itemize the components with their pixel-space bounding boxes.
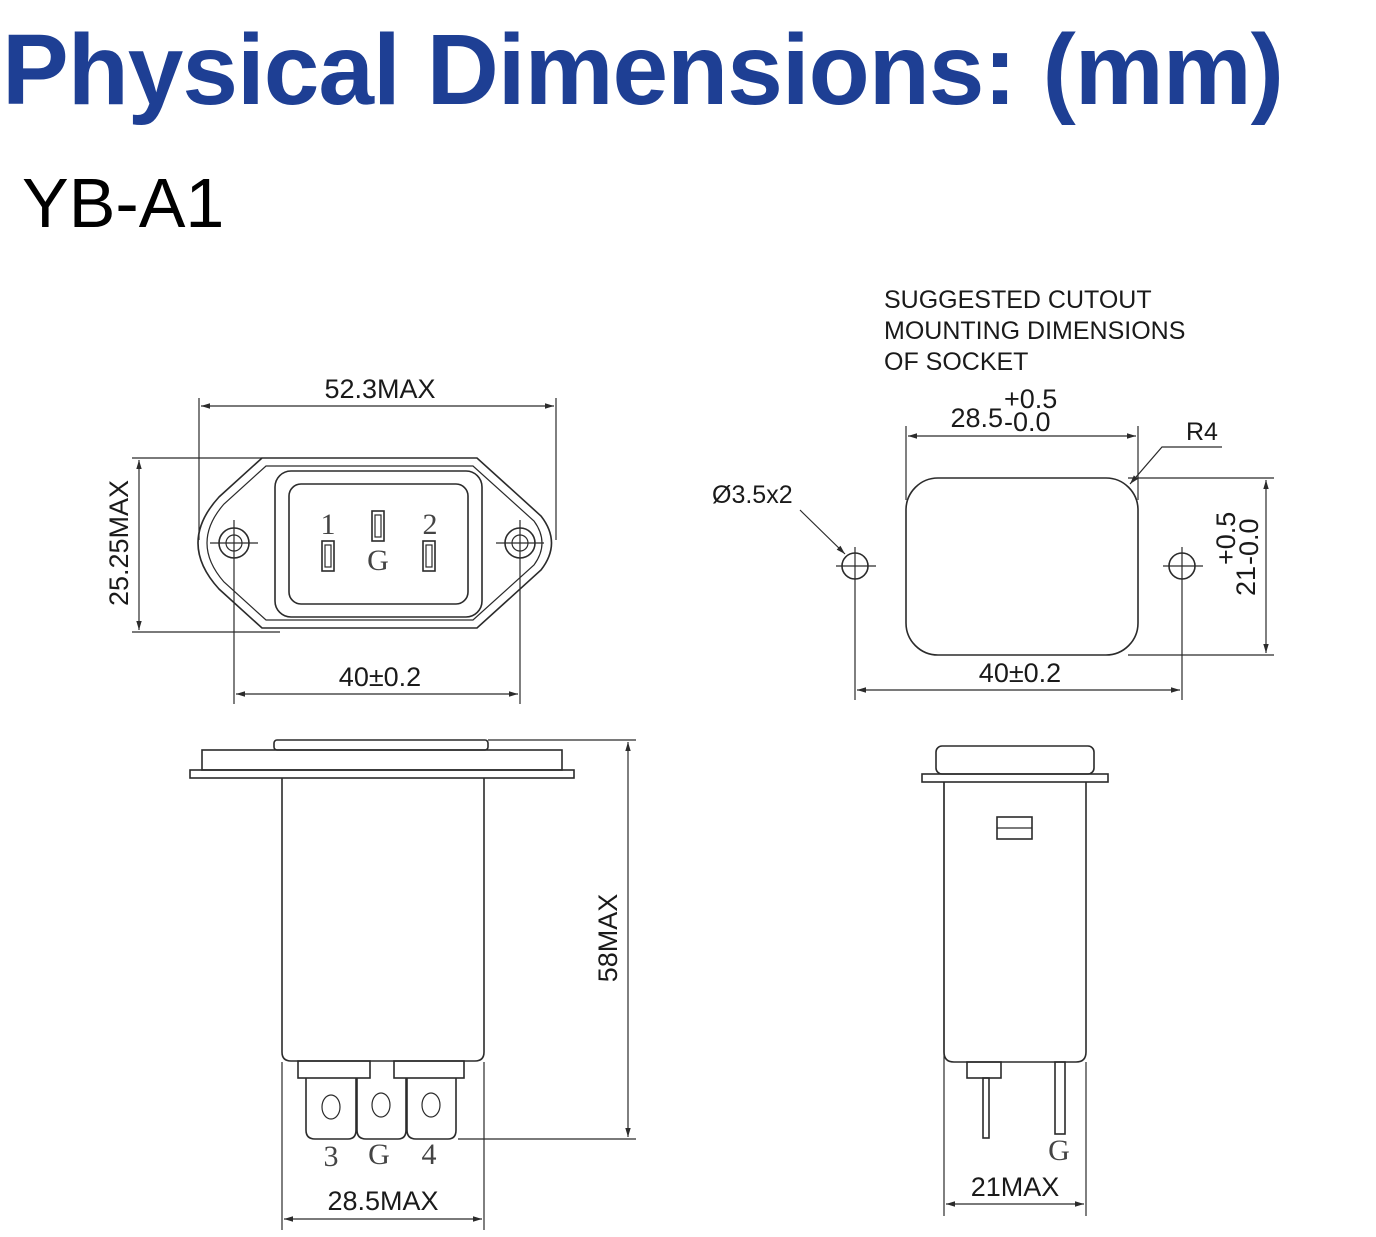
cutout-view: SUGGESTED CUTOUT MOUNTING DIMENSIONS OF … xyxy=(712,286,1274,700)
cutout-radius: R4 xyxy=(1186,418,1218,446)
cutout-height: 21 xyxy=(1231,566,1261,596)
end-width-max: 21MAX xyxy=(971,1172,1060,1202)
cutout-height-tol-plus: +0.5 xyxy=(1211,512,1241,565)
side-flange xyxy=(201,749,563,771)
dim-hole-spacing: 40±0.2 xyxy=(339,662,421,692)
pin-1 xyxy=(321,540,335,572)
pin-g xyxy=(371,510,385,542)
front-flange-inner xyxy=(206,465,543,621)
dim-body-width-max: 28.5MAX xyxy=(327,1186,438,1216)
cutout-width: 28.5 xyxy=(950,403,1003,433)
terminal-3 xyxy=(305,1078,357,1140)
end-terminal-left xyxy=(982,1077,990,1139)
radius-leader xyxy=(1129,446,1222,485)
front-flange-outline xyxy=(197,457,553,629)
dim-height-max: 25.25MAX xyxy=(104,480,134,606)
pin-label-1: 1 xyxy=(321,508,336,541)
end-terminal-label: G xyxy=(1048,1134,1070,1167)
side-inlet-face xyxy=(273,739,489,751)
inlet-inner xyxy=(288,483,469,605)
hole-note-leader xyxy=(799,509,846,555)
cutout-note-line-1: SUGGESTED CUTOUT xyxy=(884,286,1152,314)
end-body xyxy=(943,782,1087,1063)
end-view: G 21MAX xyxy=(921,745,1109,1216)
pin-label-g: G xyxy=(367,544,389,577)
page-title: Physical Dimensions: (mm) xyxy=(2,14,1284,126)
cutout-width-tol-plus: +0.5 xyxy=(1004,384,1057,414)
terminal-4 xyxy=(406,1078,457,1140)
model-name: YB-A1 xyxy=(22,164,225,242)
cutout-width-tol-minus: -0.0 xyxy=(1004,407,1051,437)
terminal-label-g: G xyxy=(368,1138,390,1171)
dim-length-max: 58MAX xyxy=(593,894,623,983)
side-body xyxy=(281,778,485,1062)
terminal-g xyxy=(356,1078,407,1140)
pin-label-2: 2 xyxy=(423,508,438,541)
end-flange xyxy=(921,773,1109,783)
end-terminal-g xyxy=(1054,1061,1066,1135)
cutout-hole-note: Ø3.5x2 xyxy=(712,481,793,509)
front-view: 1 2 G 52.3MAX 25.25MAX 40±0.2 xyxy=(104,374,557,704)
cutout-note-line-3: OF SOCKET xyxy=(884,348,1028,376)
cutout-height-tol-minus: -0.0 xyxy=(1234,518,1264,565)
side-view: 3 G 4 58MAX 28.5MAX xyxy=(189,739,636,1230)
cutout-rectangle xyxy=(905,477,1139,656)
terminal-label-3: 3 xyxy=(324,1140,339,1173)
end-inlet xyxy=(935,745,1095,775)
side-flange-lip xyxy=(189,769,575,779)
pin-2 xyxy=(422,540,436,572)
inlet-outer xyxy=(274,470,483,618)
dim-width-max: 52.3MAX xyxy=(324,374,435,404)
terminal-label-4: 4 xyxy=(422,1138,437,1171)
cutout-hole-spacing: 40±0.2 xyxy=(979,658,1061,688)
cutout-note-line-2: MOUNTING DIMENSIONS xyxy=(884,317,1185,345)
